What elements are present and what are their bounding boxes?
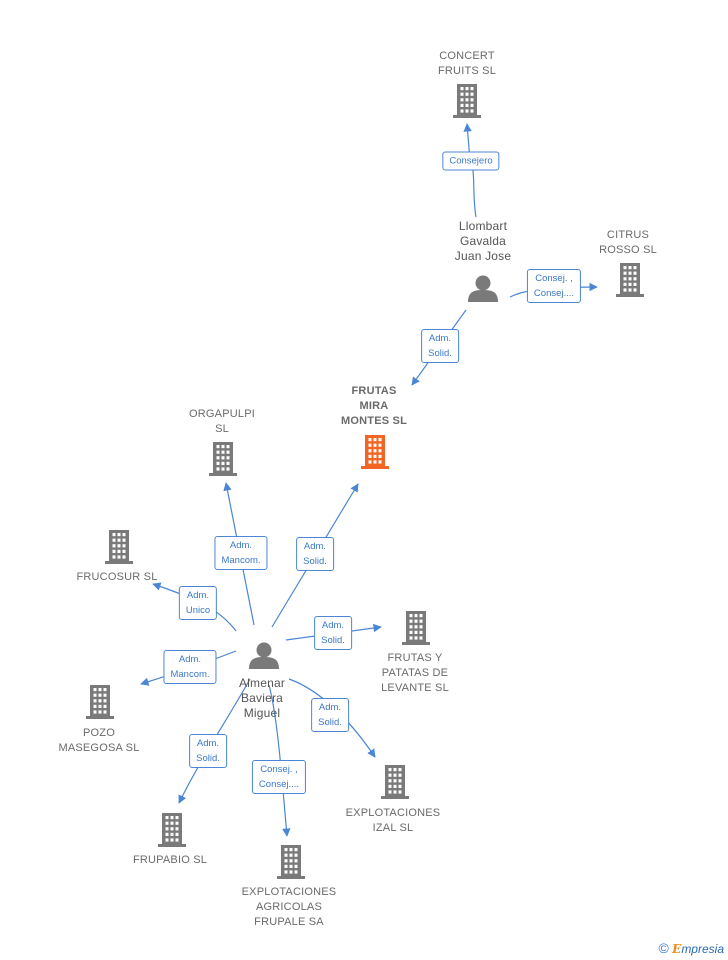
building-icon[interactable] [209, 442, 237, 476]
edge-label-almenar-pozo[interactable]: Adm. Mancom. [163, 650, 217, 684]
edge-label-llombart-frutasmira[interactable]: Adm. Solid. [421, 329, 459, 363]
building-icon[interactable] [402, 611, 430, 645]
edge-label-almenar-frucosur[interactable]: Adm. Unico [178, 586, 218, 620]
node-label-orgapulpi[interactable]: ORGAPULPI SL [189, 408, 255, 435]
edge-almenar-explagr [268, 684, 291, 837]
copyright-icon: © [658, 940, 669, 956]
building-icon[interactable] [361, 435, 389, 469]
building-icon[interactable] [616, 263, 644, 297]
building-icon[interactable] [105, 530, 133, 564]
icons-layer [86, 84, 644, 879]
edge-label-llombart-concert[interactable]: Consejero [442, 151, 500, 171]
edge-label-almenar-orgapulpi[interactable]: Adm. Mancom. [214, 536, 268, 570]
edge-label-almenar-explagr[interactable]: Consej. , Consej.... [251, 760, 307, 794]
node-label-explagr[interactable]: EXPLOTACIONES AGRICOLAS FRUPALE SA [241, 886, 337, 928]
node-label-frupabio[interactable]: FRUPABIO SL [132, 854, 208, 866]
node-label-citrus[interactable]: CITRUS ROSSO SL [599, 229, 657, 256]
person-icon[interactable] [249, 642, 279, 670]
node-label-almenar[interactable]: Almenar Baviera Miguel [238, 676, 286, 720]
node-label-frutasypatatas[interactable]: FRUTAS Y PATATAS DE LEVANTE SL [381, 652, 449, 694]
edge-label-llombart-citrus[interactable]: Consej. , Consej.... [526, 269, 582, 303]
node-label-frucosur[interactable]: FRUCOSUR SL [76, 571, 158, 583]
node-label-frutasmira[interactable]: FRUTAS MIRA MONTES SL [341, 385, 407, 427]
building-icon[interactable] [158, 813, 186, 847]
node-label-explizal[interactable]: EXPLOTACIONES IZAL SL [345, 807, 441, 834]
building-icon[interactable] [277, 845, 305, 879]
node-label-llombart[interactable]: Llombart Gavalda Juan Jose [454, 219, 512, 263]
building-icon[interactable] [453, 84, 481, 118]
edge-llombart-concert [463, 123, 477, 218]
node-label-concert[interactable]: CONCERT FRUITS SL [437, 50, 497, 77]
edge-label-almenar-frupabio[interactable]: Adm. Solid. [189, 734, 227, 768]
brand-initial: E [672, 942, 682, 956]
building-icon[interactable] [86, 685, 114, 719]
footer-brand[interactable]: © Empresia [658, 940, 724, 956]
edge-label-almenar-frutasmira[interactable]: Adm. Solid. [296, 537, 334, 571]
brand-name: mpresia [681, 942, 724, 956]
edge-label-almenar-frutasypatatas[interactable]: Adm. Solid. [314, 616, 352, 650]
building-icon[interactable] [381, 765, 409, 799]
edges-layer [140, 123, 598, 837]
edge-label-almenar-explizal[interactable]: Adm. Solid. [311, 698, 349, 732]
node-label-pozo[interactable]: POZO MASEGOSA SL [58, 727, 140, 754]
person-icon[interactable] [468, 275, 498, 303]
